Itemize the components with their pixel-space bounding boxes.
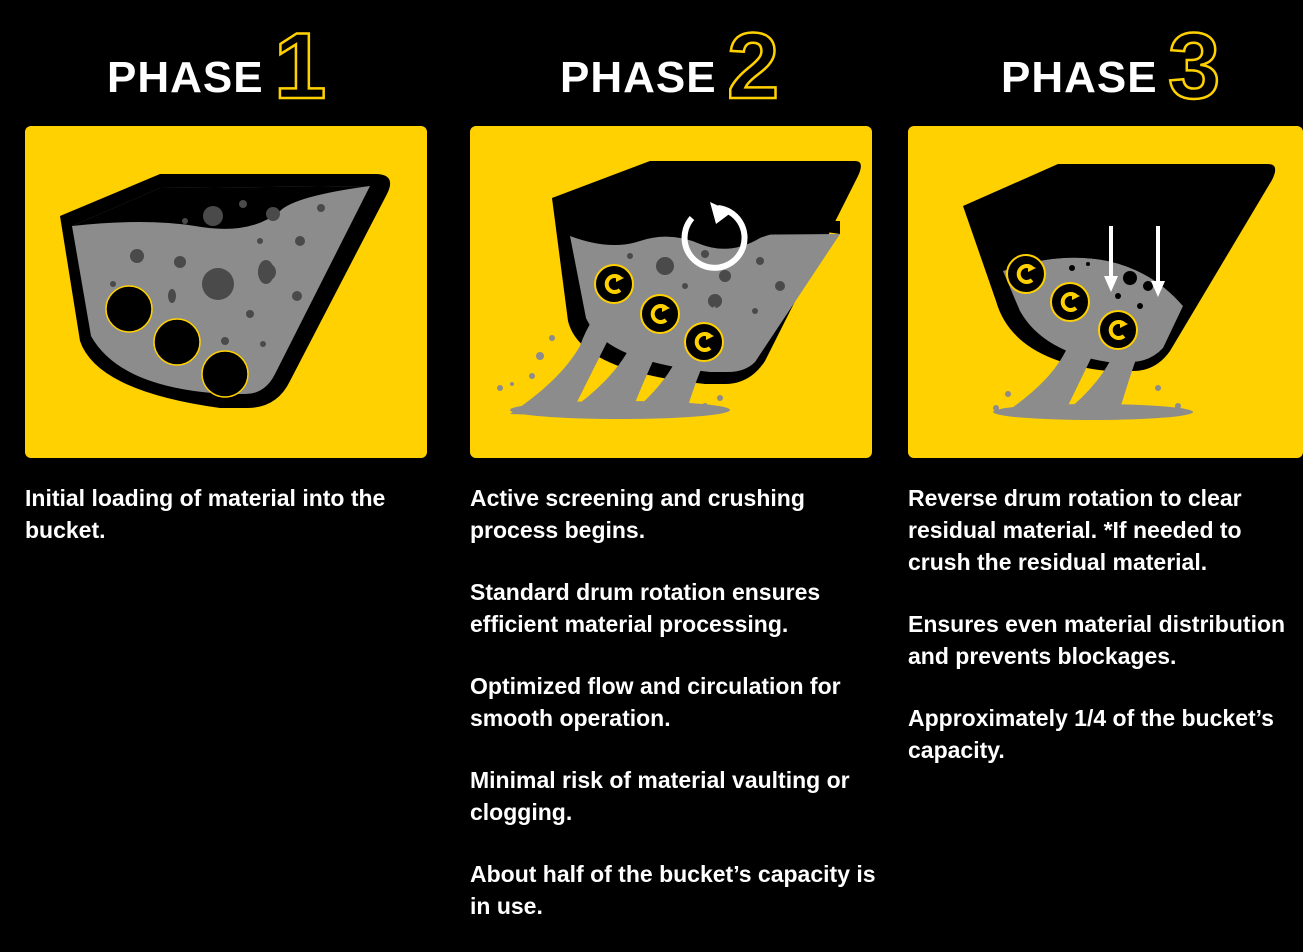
phase-3-description-line-2: Ensures even material distribution and p… xyxy=(908,611,1286,669)
svg-text:2: 2 xyxy=(727,13,779,110)
phase-3-description-line-3: Approximately 1/4 of the bucket’s capaci… xyxy=(908,705,1274,763)
phase-3-column: PHASE 3 xyxy=(908,0,1303,930)
phase-2-description: Active screening and crushing process be… xyxy=(470,482,880,952)
phase-2-illustration xyxy=(470,126,872,458)
phase-1-heading: PHASE 1 xyxy=(107,10,340,110)
phase-3-description: Reverse drum rotation to clear residual … xyxy=(908,482,1303,796)
phase-2-description-line-2: Standard drum rotation ensures efficient… xyxy=(470,579,821,637)
phase-1-description-line-1: Initial loading of material into the buc… xyxy=(25,485,386,543)
downward-arrows-icon xyxy=(1104,226,1165,297)
phase-2-description-line-4: Minimal risk of material vaulting or clo… xyxy=(470,767,850,825)
phase-1-column: PHASE 1 Initial loading of material i xyxy=(25,0,445,930)
phase-1-number: 1 xyxy=(272,12,327,110)
phase-2-heading: PHASE 2 xyxy=(560,10,797,110)
bucket-loading-icon xyxy=(60,174,391,408)
phase-3-number: 3 xyxy=(1166,12,1221,110)
phase-2-label: PHASE xyxy=(560,53,717,102)
svg-text:1: 1 xyxy=(274,13,326,110)
phase-1-label: PHASE xyxy=(107,53,264,102)
phase-2-description-line-1: Active screening and crushing process be… xyxy=(470,485,805,543)
rotation-arrow-icon xyxy=(681,205,748,271)
phase-2-description-line-5: About half of the bucket’s capacity is i… xyxy=(470,861,876,919)
phase-3-label: PHASE xyxy=(1001,53,1158,102)
phase-3-description-line-1: Reverse drum rotation to clear residual … xyxy=(908,485,1242,575)
bucket-reverse-icon xyxy=(963,164,1276,420)
bucket-screening-icon xyxy=(497,161,861,419)
phase-2-column: PHASE 2 xyxy=(470,0,890,930)
phase-1-illustration xyxy=(25,126,427,458)
phase-3-illustration xyxy=(908,126,1303,458)
svg-text:3: 3 xyxy=(1168,13,1220,110)
phase-2-number: 2 xyxy=(725,12,780,110)
phase-3-heading: PHASE 3 xyxy=(1001,10,1238,110)
phase-1-description: Initial loading of material into the buc… xyxy=(25,482,430,576)
phase-2-description-line-3: Optimized flow and circulation for smoot… xyxy=(470,673,841,731)
